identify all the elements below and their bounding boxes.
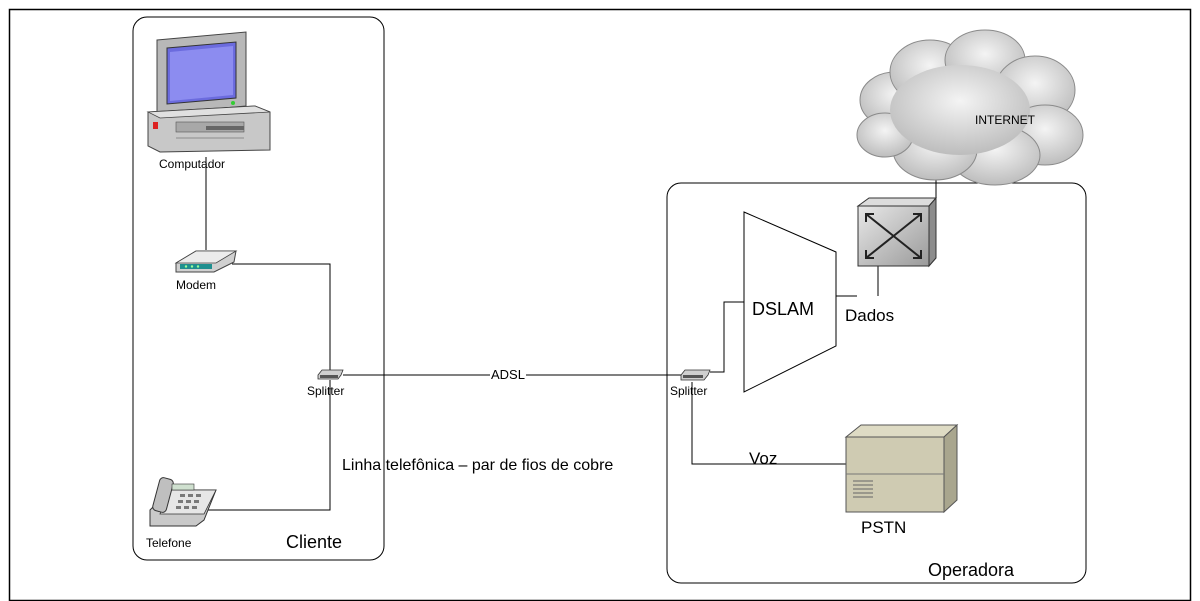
dslam-shape: [743, 211, 837, 393]
computer-label: Computador: [159, 157, 226, 171]
internet-label: INTERNET: [975, 113, 1035, 127]
client-title: Cliente: [286, 532, 343, 552]
client-splitter-icon: [317, 369, 344, 380]
client-splitter-label: Splitter: [307, 384, 345, 398]
client-box: [132, 16, 385, 561]
switch-icon: [856, 196, 938, 268]
phone-line-caption: Linha telefônica – par de fios de cobre: [342, 457, 614, 474]
adsl-label: ADSL: [490, 367, 526, 382]
telephone-label: Telefone: [146, 536, 192, 550]
operator-splitter-label: Splitter: [670, 384, 708, 398]
operator-title: Operadora: [928, 560, 1015, 580]
operator-splitter-icon: [680, 369, 711, 381]
pstn-label: PSTN: [861, 518, 907, 537]
modem-icon: [174, 250, 238, 273]
computer-icon: [146, 31, 271, 153]
dslam-label: DSLAM: [752, 299, 815, 319]
modem-label: Modem: [176, 278, 217, 292]
data-label: Dados: [845, 306, 895, 325]
operator-box: [666, 182, 1087, 584]
telephone-icon: [149, 477, 217, 527]
cloud-icon: [856, 29, 1084, 186]
server-icon: [844, 423, 959, 514]
voice-label: Voz: [749, 449, 778, 468]
